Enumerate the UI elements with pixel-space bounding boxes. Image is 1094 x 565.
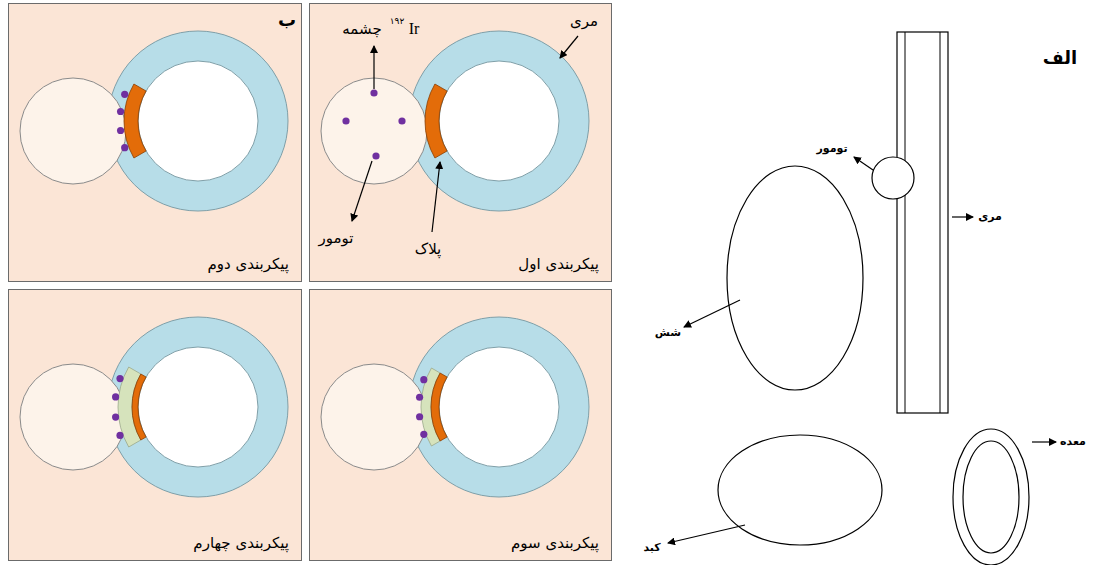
- part-label: پلاک: [415, 241, 442, 258]
- ir-source: [398, 117, 405, 124]
- lung: [727, 166, 863, 390]
- ir-source: [116, 375, 123, 382]
- stomach-inner: [963, 441, 1019, 553]
- tumor-circle: [20, 364, 126, 470]
- ir-source: [117, 127, 124, 134]
- ir-source: [370, 89, 377, 96]
- plaque: [431, 373, 447, 441]
- esophagus-wall: [108, 31, 288, 211]
- isotope-mass: ۱۹۲: [390, 16, 405, 26]
- ir-source: [112, 393, 119, 400]
- panel-caption: پیکربندی اول: [518, 255, 599, 273]
- panel-caption: پیکربندی دوم: [207, 255, 289, 273]
- ir-source: [416, 413, 423, 420]
- ir-source: [416, 394, 423, 401]
- leader-line: [373, 46, 374, 89]
- ir-source: [121, 91, 128, 98]
- leader-line: [352, 161, 372, 221]
- esophagus-wall: [409, 317, 589, 497]
- isotope-symbol: Ir: [409, 20, 420, 38]
- config-panel: پیکربندی چهارم: [8, 289, 302, 561]
- esophagus-wall: [409, 31, 589, 211]
- esophagus-wall-line: [905, 32, 906, 413]
- config-panel: پیکربندی سوم: [309, 289, 612, 561]
- ir-source: [117, 108, 124, 115]
- tumor: [872, 157, 914, 199]
- ir-source: [372, 152, 379, 159]
- ir-source: [420, 431, 427, 438]
- leader-line: [684, 300, 740, 327]
- panel-ground: [8, 3, 302, 282]
- tumor-circle: [20, 78, 126, 184]
- esophagus: [897, 32, 948, 413]
- liver: [718, 435, 882, 545]
- plaque: [132, 374, 146, 440]
- leader-line: [432, 162, 440, 232]
- panel-ground: [309, 3, 612, 282]
- ir-source: [342, 117, 349, 124]
- leader-line: [560, 36, 578, 58]
- part-label: تومور: [319, 230, 354, 247]
- panel-caption: پیکربندی سوم: [511, 534, 599, 552]
- esophagus-lumen: [439, 347, 559, 467]
- leader-line: [1032, 441, 1056, 442]
- organ-label: کبد: [643, 542, 660, 555]
- figure-letter: ب: [278, 10, 296, 31]
- part-label: مری: [570, 13, 598, 30]
- esophagus-wall-line: [940, 32, 941, 413]
- plaque: [425, 84, 447, 158]
- ir-source: [121, 144, 128, 151]
- organ-label: تومور: [816, 143, 847, 156]
- esophagus-wall: [108, 317, 288, 497]
- config-panel: پیکربندی دوم: [8, 3, 302, 282]
- esophagus-lumen: [138, 347, 258, 467]
- organ-label: مری: [978, 211, 1002, 224]
- organ-label: معده: [1060, 436, 1086, 449]
- stomach-outer: [953, 429, 1029, 565]
- config-panel: پیکربندی اول: [309, 3, 612, 282]
- panel-caption: پیکربندی چهارم: [193, 534, 289, 552]
- leader-line: [668, 525, 745, 543]
- ir-source: [420, 376, 427, 383]
- figure-letter: الف: [1043, 48, 1077, 69]
- esophagus-lumen: [138, 61, 258, 181]
- tumor-circle: [321, 364, 427, 470]
- ir-source: [116, 432, 123, 439]
- ir-source: [112, 414, 119, 421]
- leader-line: [952, 216, 973, 217]
- organ-label: شش: [655, 327, 681, 340]
- part-label: چشمه: [342, 21, 381, 38]
- esophagus-lumen: [439, 61, 559, 181]
- panel-ground: [8, 289, 302, 561]
- leader-line: [854, 157, 873, 170]
- tumor-circle: [321, 78, 427, 184]
- panel-ground: [309, 289, 612, 561]
